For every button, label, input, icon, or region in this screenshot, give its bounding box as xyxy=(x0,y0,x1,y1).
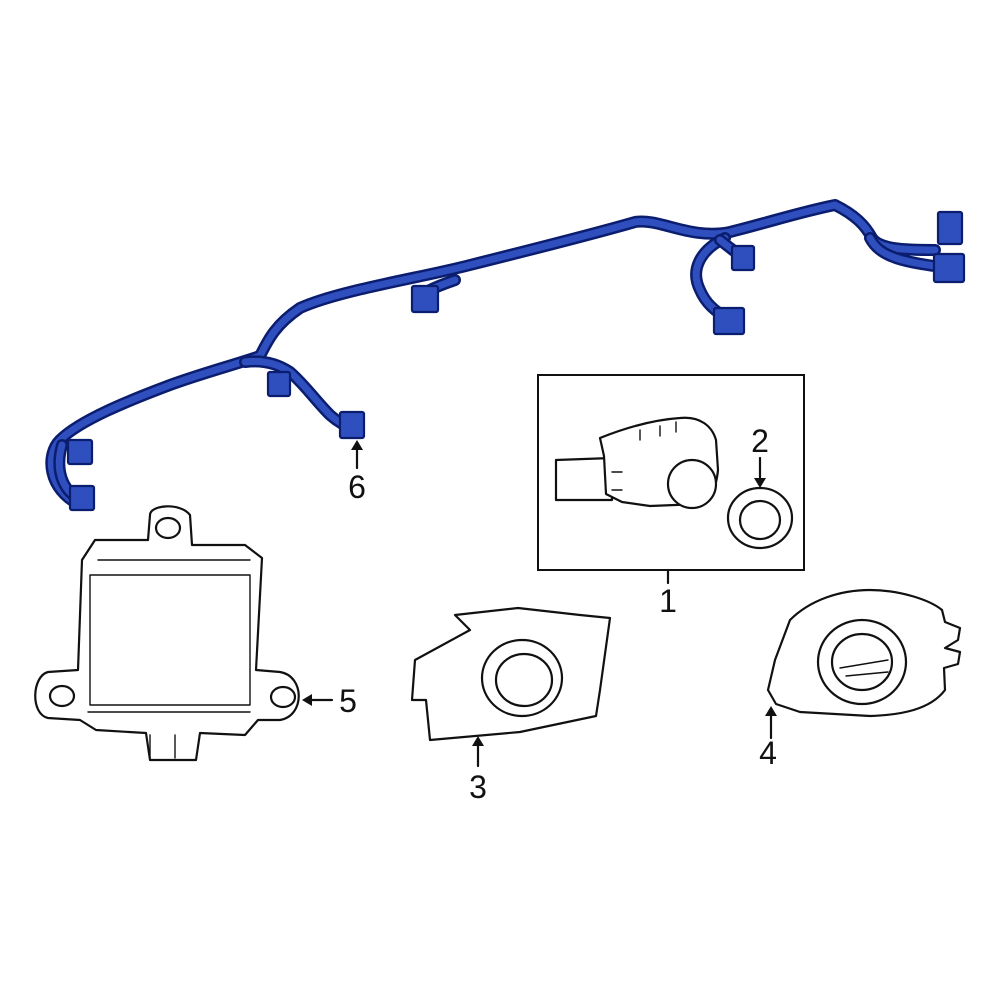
callout-1: 1 xyxy=(659,583,677,619)
callout-2: 2 xyxy=(751,423,769,459)
leader-lines xyxy=(302,440,777,768)
harness-connector xyxy=(730,244,756,272)
wiring-harness[interactable] xyxy=(45,199,966,512)
sensor-retainer-bracket[interactable] xyxy=(410,606,612,742)
harness-connector xyxy=(66,438,94,466)
sensor-holder[interactable] xyxy=(766,588,962,718)
harness-wire xyxy=(45,199,954,511)
control-module[interactable] xyxy=(34,505,300,762)
kit-boundary-box xyxy=(537,374,805,571)
harness-connector xyxy=(338,410,366,440)
sensor-seal-ring[interactable] xyxy=(726,486,794,550)
harness-connector xyxy=(266,370,292,398)
callout-5: 5 xyxy=(339,683,357,719)
callout-4: 4 xyxy=(759,735,777,771)
harness-connector xyxy=(410,284,440,314)
parking-sensor[interactable] xyxy=(554,416,720,510)
callout-3: 3 xyxy=(469,769,487,805)
module-body-face xyxy=(89,574,251,706)
harness-connector xyxy=(68,484,96,512)
harness-connector xyxy=(712,306,746,336)
callout-6: 6 xyxy=(348,469,366,505)
harness-connector xyxy=(932,252,966,284)
harness-connector xyxy=(936,210,964,246)
